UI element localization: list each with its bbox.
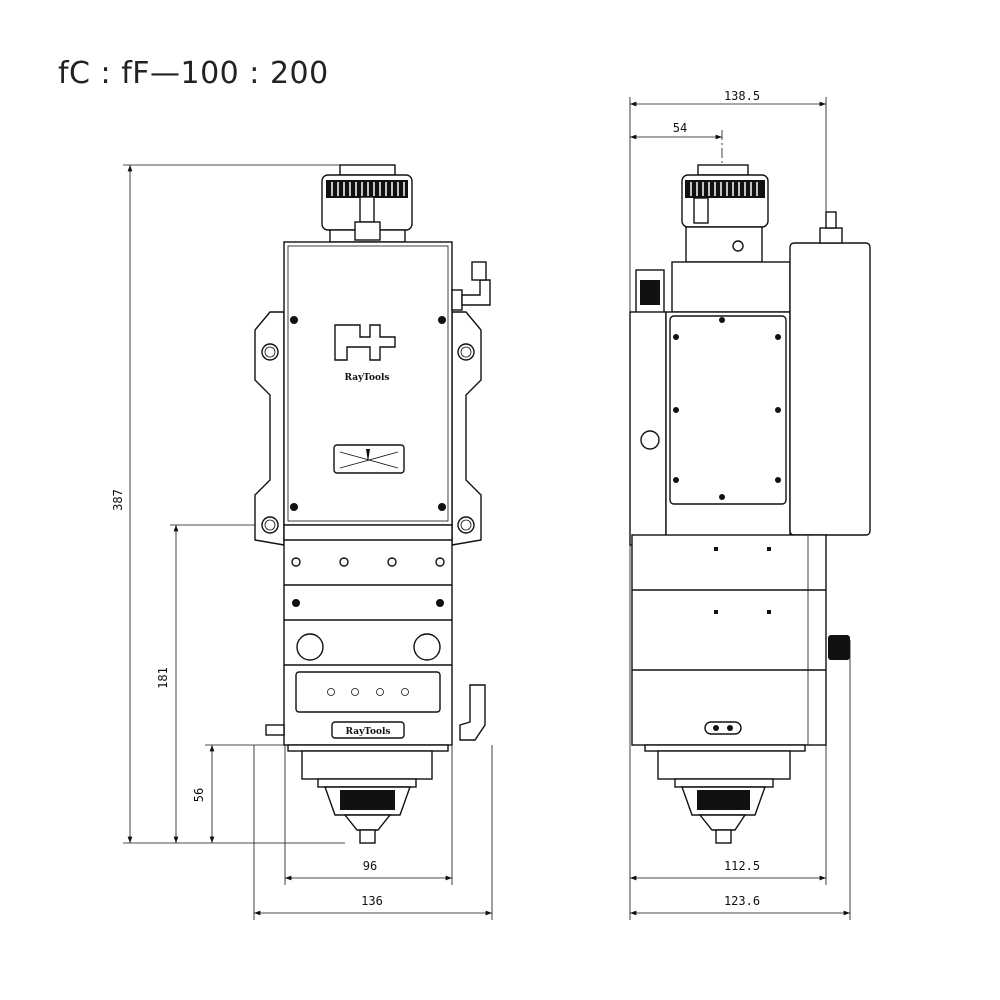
drawing-title: fC : fF—100 : 200 bbox=[58, 56, 329, 91]
air-fitting bbox=[451, 261, 491, 311]
svg-text:RayTools: RayTools bbox=[345, 373, 390, 383]
dimension-387: 387 bbox=[111, 164, 345, 844]
main-housing bbox=[665, 311, 791, 546]
left-bracket bbox=[254, 311, 285, 546]
dimension-96: 96 bbox=[284, 745, 453, 885]
svg-text:54: 54 bbox=[673, 121, 687, 135]
dimension-123-6: 123.6 bbox=[630, 640, 851, 920]
collimator-cap bbox=[671, 164, 791, 313]
nozzle-assembly bbox=[287, 744, 449, 844]
svg-text:387: 387 bbox=[111, 489, 125, 511]
dimension-112-5: 112.5 bbox=[629, 545, 827, 920]
dimension-181: 181 bbox=[156, 524, 268, 843]
svg-text:RayTools: RayTools bbox=[346, 727, 391, 737]
right-bracket bbox=[451, 311, 482, 546]
lower-housing bbox=[631, 534, 850, 746]
screw bbox=[290, 316, 446, 511]
raytools-logo: RayTools bbox=[334, 324, 396, 383]
dimension-56: 56 bbox=[192, 744, 290, 843]
svg-text:123.6: 123.6 bbox=[724, 894, 760, 908]
side-module bbox=[789, 211, 871, 536]
svg-text:112.5: 112.5 bbox=[724, 859, 760, 873]
lower-housing: RayTools bbox=[265, 524, 486, 746]
main-housing bbox=[283, 241, 453, 526]
nozzle-assembly bbox=[644, 744, 806, 844]
laser-warning-label bbox=[333, 444, 405, 474]
svg-text:56: 56 bbox=[192, 788, 206, 802]
svg-text:138.5: 138.5 bbox=[724, 89, 760, 103]
front-view: 387 181 56 96 136 bbox=[111, 164, 493, 920]
collimator-cap bbox=[321, 164, 413, 243]
left-connector bbox=[629, 269, 667, 546]
svg-text:136: 136 bbox=[361, 894, 383, 908]
dimension-136: 136 bbox=[253, 745, 493, 920]
svg-text:181: 181 bbox=[156, 667, 170, 689]
cover-plate bbox=[669, 315, 787, 505]
side-view: 138.5 54 112.5 123.6 bbox=[629, 89, 871, 920]
svg-text:96: 96 bbox=[363, 859, 377, 873]
